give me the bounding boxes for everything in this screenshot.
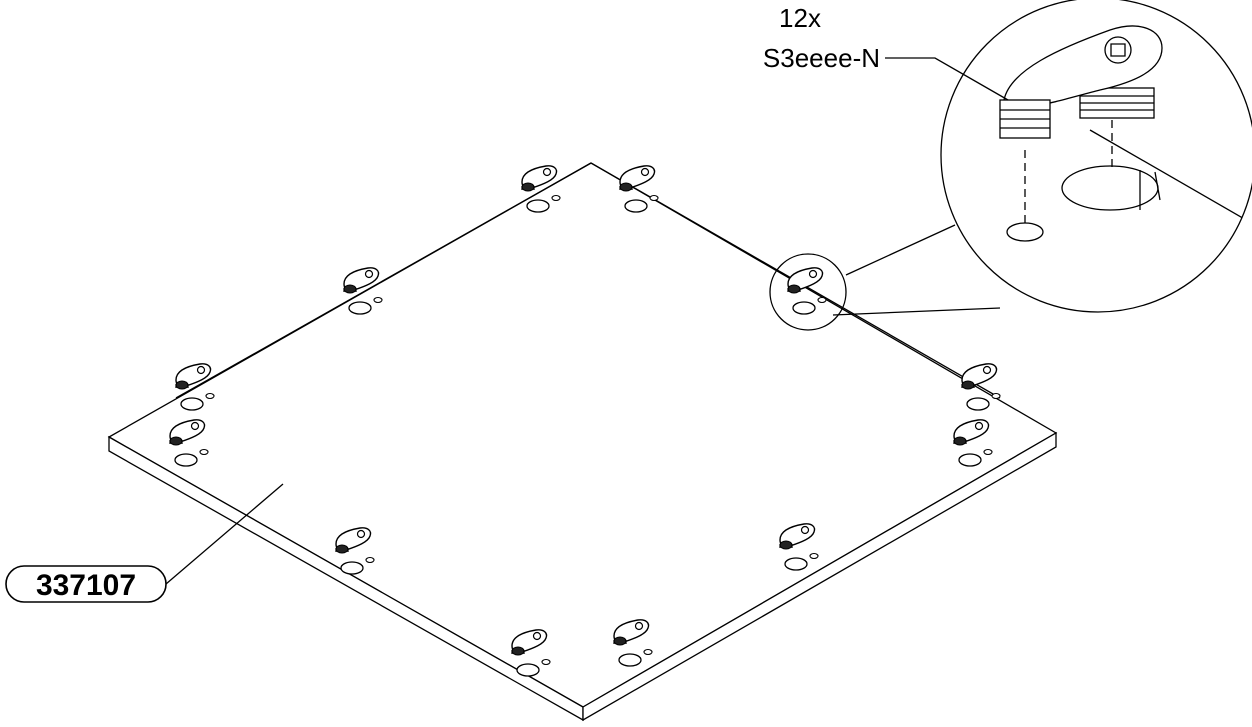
panel bbox=[107, 162, 1058, 722]
panel-hole bbox=[792, 296, 827, 315]
cam-fitting-icon bbox=[511, 629, 548, 656]
panel-hole bbox=[618, 648, 653, 667]
panel-hole bbox=[516, 658, 551, 677]
cam-fitting-icon bbox=[953, 419, 990, 446]
part-number: 337107 bbox=[36, 569, 136, 602]
cam-fitting-icon bbox=[961, 363, 998, 390]
cam-fitting-icon bbox=[169, 419, 206, 446]
panel-hole bbox=[526, 194, 561, 213]
fitting-quantity: 12x bbox=[779, 3, 821, 33]
cam-fitting-icon bbox=[619, 165, 656, 192]
fitting-code: S3eeee-N bbox=[763, 43, 880, 73]
panel-hole bbox=[340, 556, 375, 575]
panel-hole bbox=[174, 448, 209, 467]
cam-fitting-icon bbox=[787, 267, 824, 294]
panel-hole bbox=[180, 392, 215, 411]
panel-hole bbox=[784, 552, 819, 571]
panel-hole bbox=[958, 448, 993, 467]
part-label: 337107 bbox=[5, 483, 284, 603]
cam-fitting-icon bbox=[335, 527, 372, 554]
cam-fitting-icon bbox=[175, 363, 212, 390]
detail-leader-2 bbox=[832, 307, 1001, 316]
callout-leader bbox=[885, 57, 1009, 101]
panel-holes bbox=[174, 194, 1001, 677]
cam-fitting-icon bbox=[343, 267, 380, 294]
panel-hole bbox=[624, 194, 659, 213]
detail-marker-circle bbox=[769, 253, 847, 331]
detail-leader-1 bbox=[845, 224, 956, 276]
fitting-barrel-icon bbox=[1079, 87, 1155, 119]
cam-fitting-icon bbox=[779, 523, 816, 550]
panel-hole bbox=[966, 392, 1001, 411]
magnified-detail-circle bbox=[940, 0, 1252, 313]
fitting-cam-icon bbox=[999, 25, 1163, 139]
cam-fitting-icon bbox=[521, 165, 558, 192]
fittings-group bbox=[169, 165, 998, 656]
cam-fitting-icon bbox=[613, 619, 650, 646]
panel-hole bbox=[348, 296, 383, 315]
